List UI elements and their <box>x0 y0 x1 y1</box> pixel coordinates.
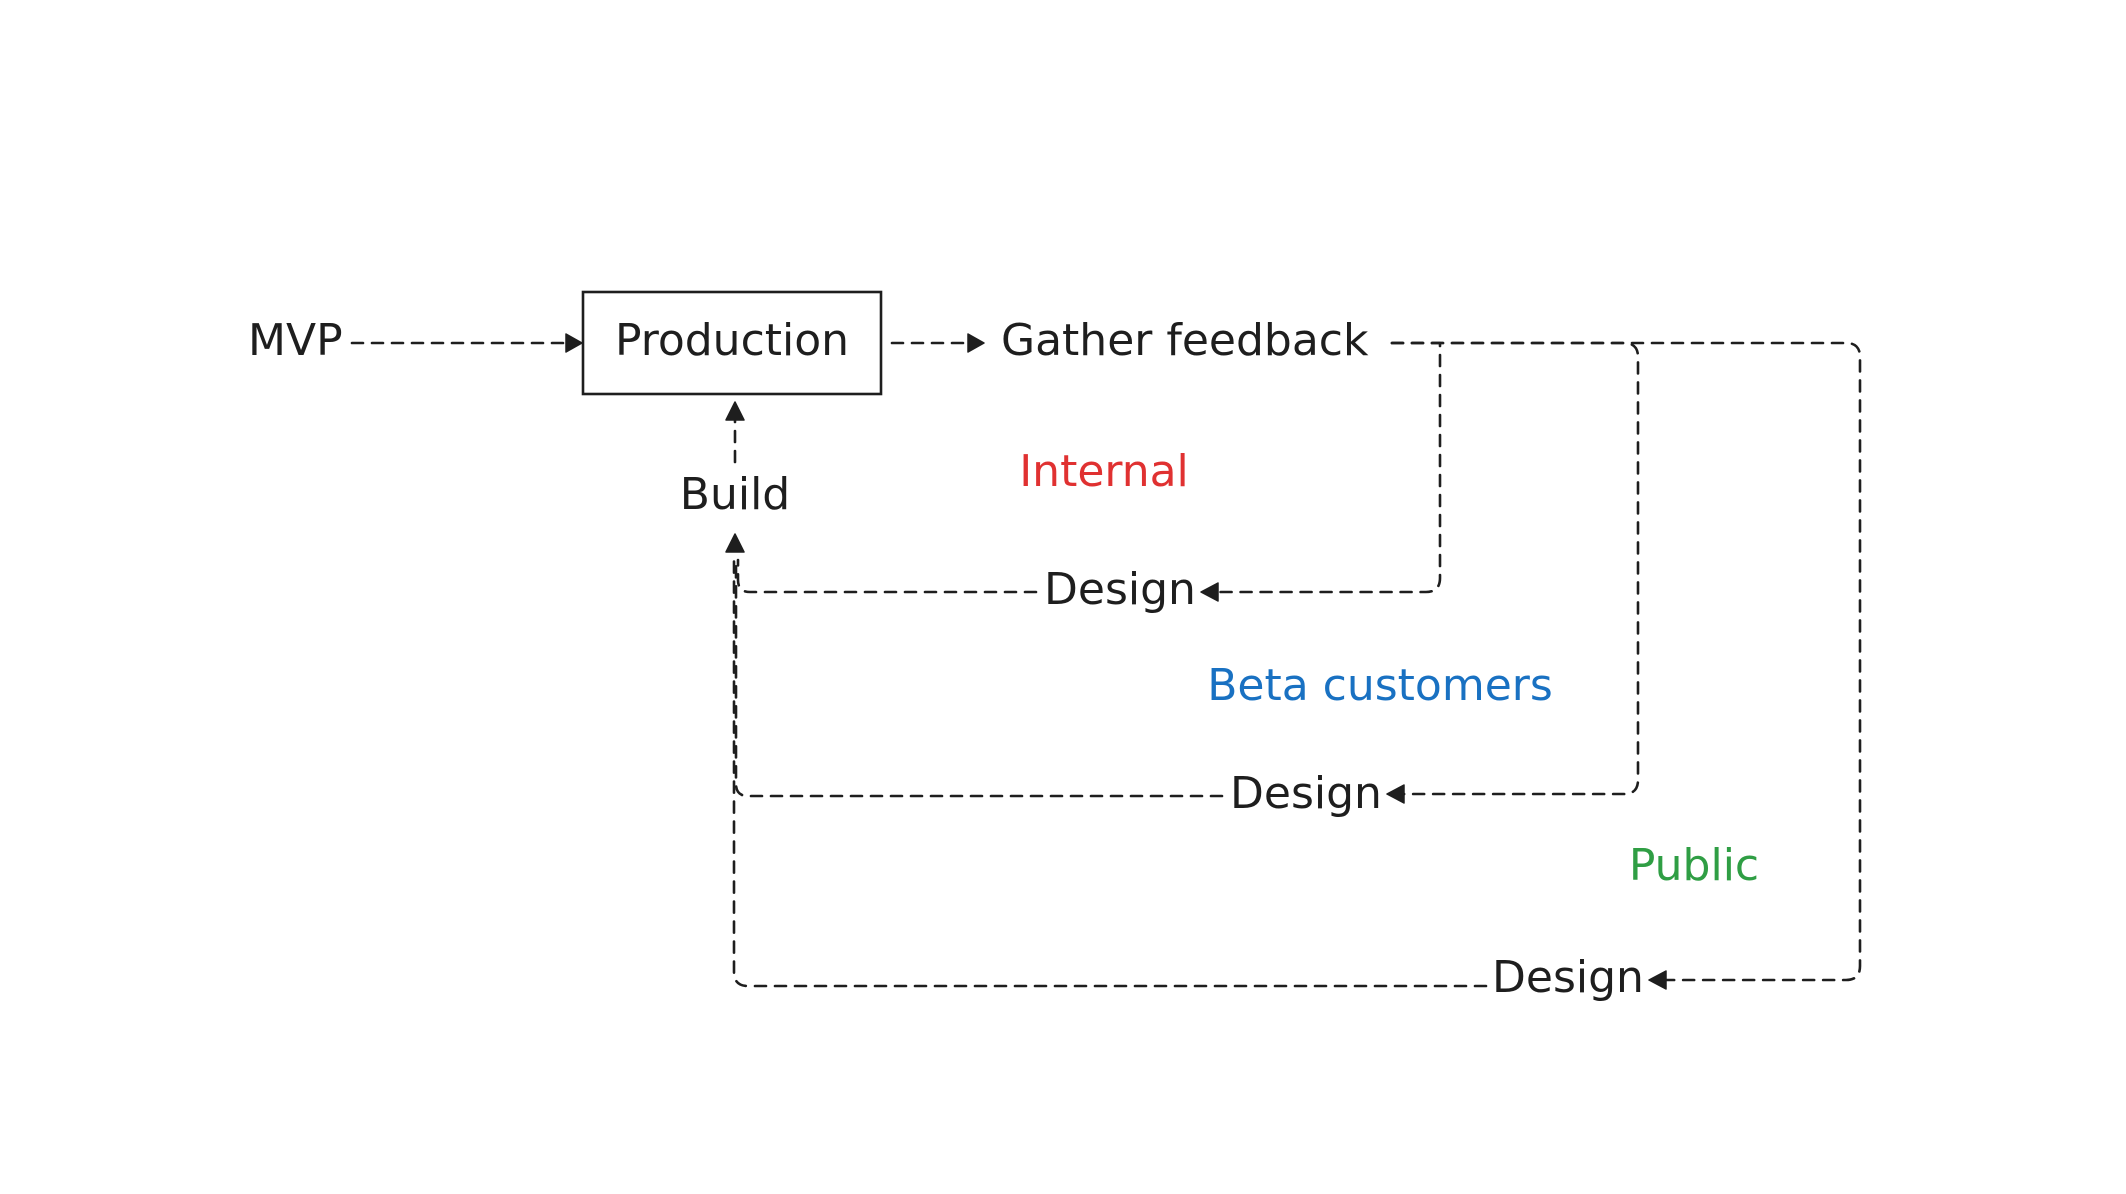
arrowhead-build-production <box>725 401 745 421</box>
beta-customers-group-label: Beta customers <box>1207 660 1553 711</box>
edge-design-internal-build <box>736 558 1038 594</box>
production-box[interactable] <box>581 290 883 396</box>
production-label[interactable]: Production <box>615 315 849 366</box>
design-beta-label[interactable]: Design <box>1230 768 1382 819</box>
node-labels: MVP Production Gather feedback Build Des… <box>248 315 1644 1003</box>
arrowhead-design-internal <box>1200 582 1219 602</box>
group-labels: Internal Beta customers Public <box>1019 446 1759 891</box>
arrowhead-production-feedback <box>967 333 985 353</box>
edge-feedback-design-beta <box>1390 341 1640 796</box>
design-public-label[interactable]: Design <box>1492 952 1644 1003</box>
edge-design-beta-build <box>734 558 1224 798</box>
public-group-label: Public <box>1629 840 1759 891</box>
edge-design-public-build <box>732 554 1488 988</box>
mvp-label[interactable]: MVP <box>248 315 343 366</box>
build-label[interactable]: Build <box>680 469 790 520</box>
gather-feedback-label[interactable]: Gather feedback <box>1001 315 1369 366</box>
edge-feedback-design-public <box>1390 341 1862 982</box>
edge-feedback-design-internal <box>1216 341 1442 594</box>
arrowhead-build <box>725 533 745 553</box>
arrowhead-design-public <box>1648 970 1667 990</box>
design-internal-label[interactable]: Design <box>1044 564 1196 615</box>
arrowhead-design-beta <box>1386 784 1405 804</box>
edges <box>350 333 1862 990</box>
arrowhead-mvp-production <box>565 333 583 353</box>
internal-group-label: Internal <box>1019 446 1189 497</box>
